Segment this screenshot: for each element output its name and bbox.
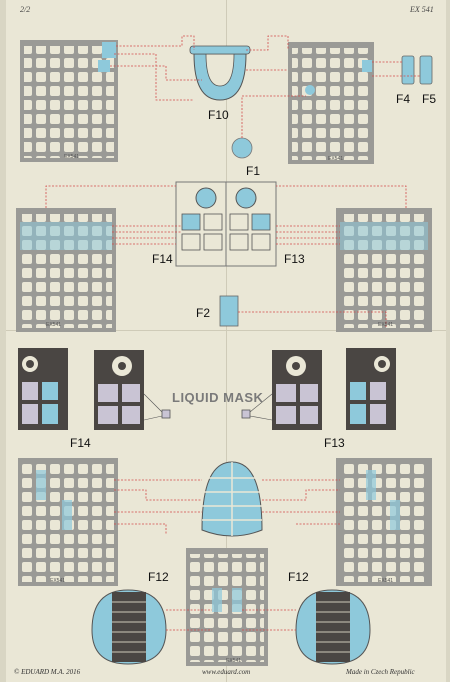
leader-lines-bottom: [166, 609, 296, 631]
label-f1: F1: [246, 164, 261, 178]
frame-marking-0: EX541: [64, 154, 79, 160]
fold-line-vertical: [226, 0, 227, 682]
label-f4: F4: [396, 92, 411, 106]
label-f14-top: F14: [152, 252, 173, 266]
label-f2: F2: [196, 306, 211, 320]
product-code: EX 541: [410, 5, 434, 14]
label-f13-mid: F13: [324, 436, 345, 450]
dark-mask-f13-center: [272, 350, 322, 430]
canopy-frame-low-left: [18, 458, 118, 586]
footer-made-in: Made in Czech Republic: [346, 668, 415, 676]
frame-marking-5: EX541: [378, 578, 393, 584]
leader-lines-mid: [45, 185, 407, 328]
canopy-frame-mid-left: [16, 208, 116, 332]
small-square-right: [241, 409, 251, 419]
canopy-frame-top-right: [288, 42, 374, 164]
canopy-frame-bottom-center: [186, 548, 268, 666]
canopy-frame-low-right: [336, 458, 432, 586]
mask-f5: [419, 55, 433, 85]
label-f14-mid: F14: [70, 436, 91, 450]
label-f13-top: F13: [284, 252, 305, 266]
label-f5: F5: [422, 92, 437, 106]
mask-f1: [231, 137, 253, 159]
footer-copyright: © EDUARD M.A. 2016: [14, 668, 81, 676]
frame-marking-2: EX541: [46, 322, 61, 328]
mask-f4: [401, 55, 415, 85]
canopy-frame-top-left: [20, 40, 118, 162]
frame-marking-6: EX541: [226, 658, 241, 664]
mask-f12-right: [295, 589, 371, 665]
frame-marking-1: EX541: [328, 156, 343, 162]
liquid-mask-title: LIQUID MASK: [172, 390, 264, 405]
frame-center-f14-f13: [175, 181, 277, 267]
fold-line-horizontal: [6, 330, 446, 331]
leader-lines-low: [114, 479, 340, 534]
frame-marking-3: EX541: [378, 322, 393, 328]
dark-mask-f14-center: [94, 350, 144, 430]
leader-lines-top: [110, 35, 420, 138]
label-f12-left: F12: [148, 570, 169, 584]
dark-mask-f14-left: [18, 348, 68, 430]
mask-f10: [189, 45, 251, 101]
label-f10: F10: [208, 108, 229, 122]
canopy-dome-mask: [201, 461, 263, 537]
page-number: 2/2: [20, 5, 31, 14]
mask-f12-left: [91, 589, 167, 665]
small-square-left: [161, 409, 171, 419]
dark-mask-f13-right: [346, 348, 396, 430]
canopy-frame-mid-right: [336, 208, 432, 332]
label-f12-right: F12: [288, 570, 309, 584]
mask-f2: [219, 295, 239, 327]
frame-marking-4: EX541: [50, 578, 65, 584]
liquid-mask-lines: [143, 393, 273, 421]
footer-url: www.eduard.com: [202, 668, 251, 676]
